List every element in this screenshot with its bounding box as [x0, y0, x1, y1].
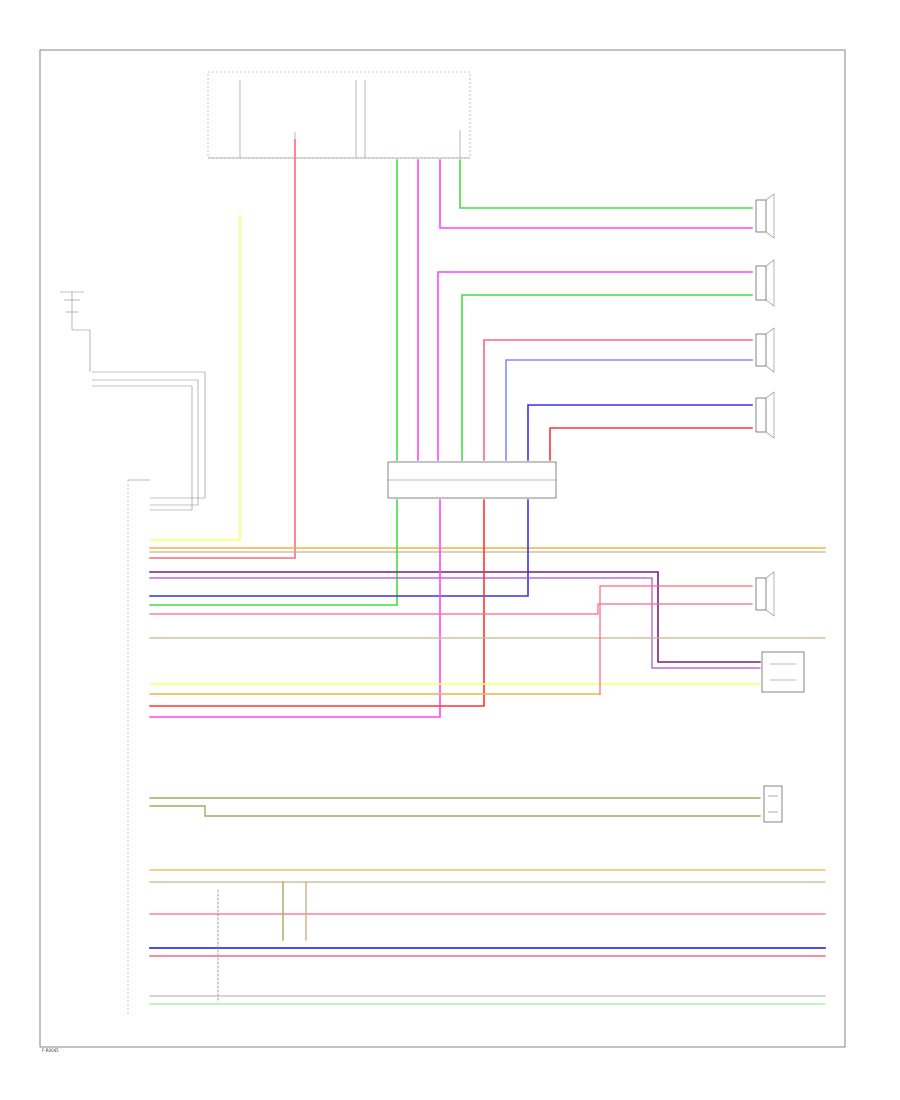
wire-blue-speaker-4 — [527, 404, 753, 461]
wire-yellow-power — [149, 214, 241, 541]
wire-pink-tweeter — [149, 603, 753, 615]
wire-green-speaker-1 — [459, 159, 753, 209]
speaker-1-icon — [755, 193, 775, 239]
reference-label: F-R0045 — [42, 1048, 59, 1053]
wire-magenta-radio — [149, 499, 441, 718]
wire-green-speaker-2 — [461, 294, 753, 461]
wire-magenta-speaker-1 — [439, 159, 753, 229]
wire-violet-radio — [149, 577, 761, 669]
tweeter-icon — [755, 571, 775, 617]
wire-pink-power — [149, 139, 296, 559]
wire-olive-aux-2 — [149, 805, 761, 817]
antenna-cable — [92, 371, 206, 511]
speaker-2-icon — [755, 259, 775, 307]
wire-purple-radio — [149, 571, 761, 663]
wire-pink-tweeter-2 — [599, 585, 753, 695]
wire-red-radio — [149, 499, 485, 707]
wire-harness — [149, 139, 826, 1005]
wire-green-radio — [149, 499, 398, 606]
wire-magenta-speaker-2 — [437, 271, 753, 461]
junction-connector — [387, 461, 557, 499]
speaker-3-icon — [755, 327, 775, 373]
wire-lightblue-speaker-3 — [505, 359, 753, 461]
antenna-icon — [60, 291, 91, 372]
fuse-box — [207, 71, 471, 159]
wire-red-speaker-4 — [549, 427, 753, 461]
diagram-frame — [39, 49, 846, 1048]
wire-pink-speaker-3 — [483, 339, 753, 461]
subwoofer-box — [761, 651, 805, 693]
aux-jack-box — [763, 785, 783, 823]
wire-blue-radio — [149, 499, 529, 597]
radio-unit-connector — [127, 479, 150, 1015]
speaker-4-icon — [755, 391, 775, 439]
